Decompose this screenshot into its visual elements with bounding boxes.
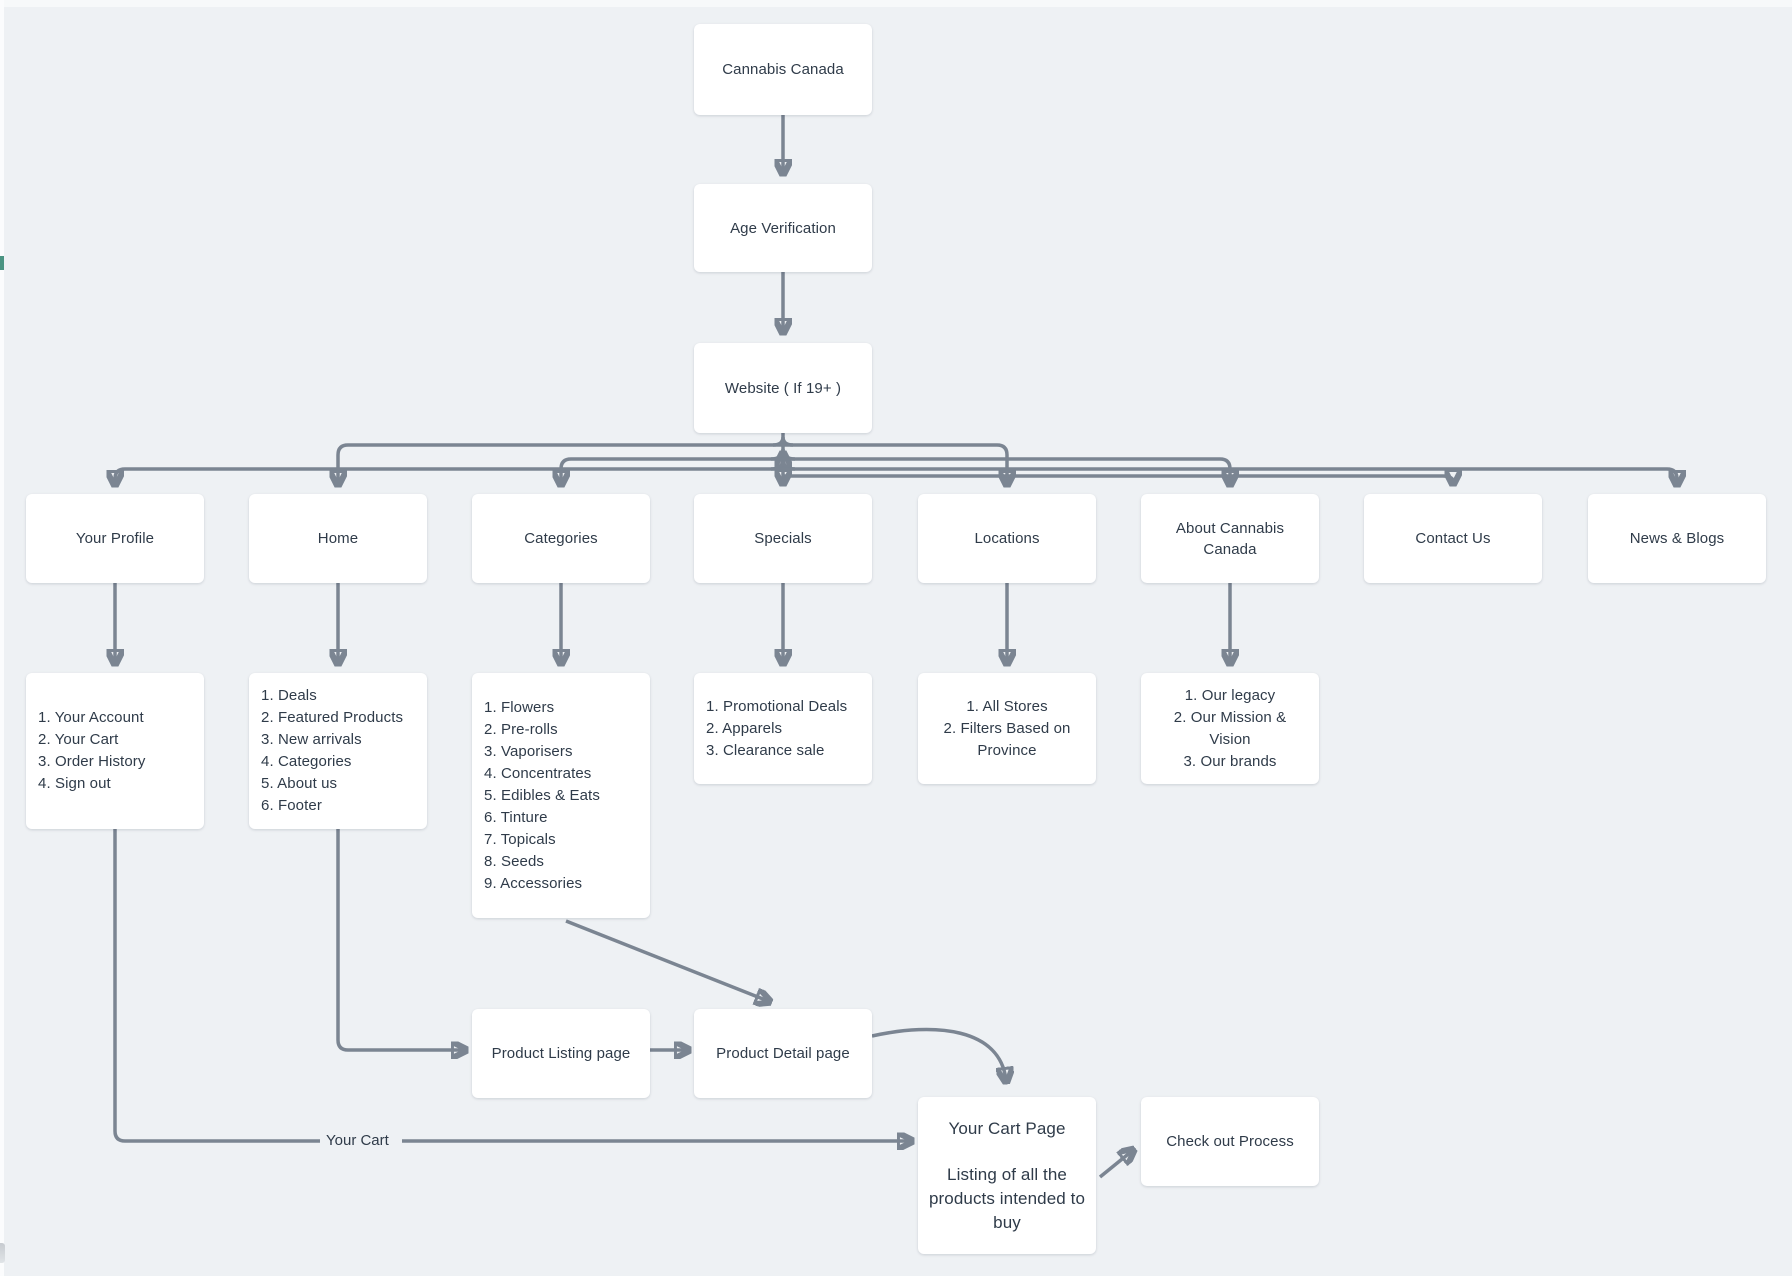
node-label: Product Listing page [491,1045,631,1062]
edge-cart-to-checkout [1098,1151,1132,1179]
list-item: 1. Flowers [484,698,555,716]
list-item: 4. Categories [261,753,352,770]
list-item: 1. Promotional Deals [706,697,848,715]
edge-stem-flares [770,436,796,471]
list-home[interactable]: 1. Deals 2. Featured Products 3. New arriv… [249,673,427,829]
list-item: 6. Footer [261,797,322,814]
node-locations[interactable]: Locations [918,494,1096,583]
node-label: News & Blogs [1629,530,1725,547]
node-label: Age Verification [730,219,836,237]
node-label: Home [317,530,359,547]
list-item: 8. Seeds [484,852,545,870]
node-label: Categories [524,530,598,547]
list-item: 9. Accessories [484,874,583,892]
node-label: Website ( If 19+ ) [724,379,842,397]
list-item: 2. Filters Based on Province [943,719,1071,759]
edge-detail-to-cart [871,1027,1006,1080]
edge-rail-contact [783,476,1453,482]
node-contact-us[interactable]: Contact Us [1364,494,1542,583]
node-categories[interactable]: Categories [472,494,650,583]
node-label: Specials [754,530,812,547]
node-website[interactable]: Website ( If 19+ ) [694,343,872,433]
node-about-cannabis-canada[interactable]: About Cannabis Canada [1141,494,1319,583]
list-item: 4. Concentrates [484,764,592,782]
list-specials[interactable]: 1. Promotional Deals 2. Apparels 3. Cleara… [694,673,872,784]
list-your-profile[interactable]: 1. Your Account 2. Your Cart 3. Order Hist… [26,673,204,829]
edge-home-to-listing [336,829,464,1050]
list-item: 1. Our legacy [1184,686,1276,704]
gray-edge-marker [0,1243,5,1263]
edge-rail-categories-about [561,457,1230,483]
list-locations[interactable]: 1. All Stores 2. Filters Based on Provinc… [918,673,1096,784]
node-label: Your Profile [75,530,155,547]
node-label: Cannabis Canada [722,61,844,78]
node-cannabis-canada[interactable]: Cannabis Canada [694,24,872,115]
list-item: 5. Edibles & Eats [484,786,600,804]
list-about-cannabis-canada[interactable]: 1. Our legacy 2. Our Mission & Vision 3. O… [1141,673,1319,784]
node-label: Check out Process [1166,1133,1294,1150]
list-item: 5. About us [261,775,338,792]
node-your-cart-page[interactable]: Your Cart Page Listing of all the produc… [918,1097,1096,1254]
node-product-detail-page[interactable]: Product Detail page [694,1009,872,1098]
list-item: 1. Deals [261,687,317,704]
node-label: About Cannabis Canada [1175,519,1285,558]
list-item: 2. Your Cart [38,731,119,748]
list-item: 2. Pre-rolls [484,720,558,738]
list-item: 3. Vaporisers [484,742,573,760]
cart-page-title: Your Cart Page [948,1118,1066,1138]
node-label: Locations [974,530,1040,547]
list-item: 4. Sign out [38,775,111,792]
teal-edge-marker [0,256,4,270]
list-item: 3. Our brands [1183,752,1277,770]
node-your-profile[interactable]: Your Profile [26,494,204,583]
node-age-verification[interactable]: Age Verification [694,184,872,272]
list-item: 6. Tinture [484,808,548,826]
node-label: Contact Us [1415,530,1491,547]
edge-rail-home-locations [338,443,1007,483]
node-home[interactable]: Home [249,494,427,583]
node-news-blogs[interactable]: News & Blogs [1588,494,1766,583]
list-categories[interactable]: 1. Flowers 2. Pre-rolls 3. Vaporisers 4. Co… [472,673,650,918]
list-item: 7. Topicals [484,830,556,848]
list-item: 2. Our Mission & Vision [1173,708,1287,748]
list-item: 1. All Stores [966,697,1048,715]
list-item: 2. Featured Products [261,709,404,726]
node-product-listing-page[interactable]: Product Listing page [472,1009,650,1098]
top-edge-strip [0,0,1792,7]
list-item: 2. Apparels [706,719,783,737]
list-item: 3. Clearance sale [706,741,825,759]
node-checkout-process[interactable]: Check out Process [1141,1097,1319,1186]
list-item: 3. New arrivals [261,731,362,748]
edge-rail-profile-news [115,467,1677,483]
list-item: 3. Order History [38,753,146,770]
edge-categories-to-detail [565,919,768,1001]
cart-page-description: Listing of all the products intended to … [928,1164,1086,1232]
node-specials[interactable]: Specials [694,494,872,583]
list-item: 1. Your Account [38,709,144,726]
edge-profile-to-cart-left [113,829,320,1143]
edge-label-your-cart: Your Cart [326,1132,389,1149]
left-edge-strip [0,0,4,1276]
node-label: Product Detail page [716,1045,850,1062]
